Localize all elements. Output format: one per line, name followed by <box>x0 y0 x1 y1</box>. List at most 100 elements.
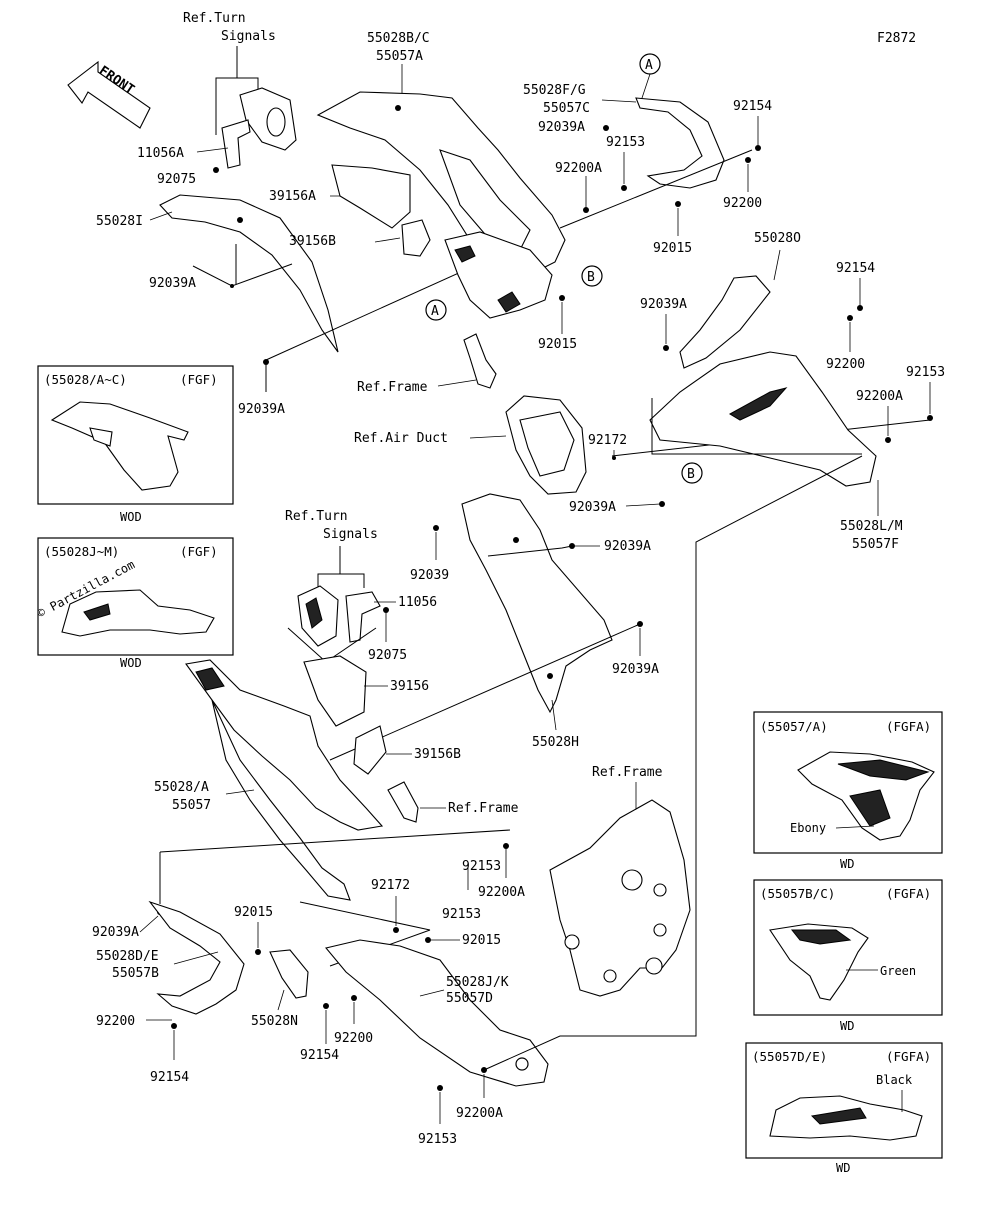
label-92153-top: 92153 <box>606 135 645 150</box>
lower-panel-55028DE <box>148 900 245 1015</box>
label-92015-mid: 92015 <box>538 337 577 352</box>
air-duct <box>505 395 587 495</box>
label-92200A-top: 92200A <box>555 161 602 176</box>
label-55028LM: 55028L/M <box>840 519 903 534</box>
label-92200-low2: 92200 <box>334 1031 373 1046</box>
frame-bracket-mid <box>387 781 419 823</box>
label-55028I: 55028I <box>96 214 143 229</box>
label-92154-right: 92154 <box>836 261 875 276</box>
label-55028FG: 55028F/G <box>523 83 586 98</box>
inner-panel-55028H <box>461 493 613 714</box>
label-92153-right: 92153 <box>906 365 945 380</box>
label-55057F: 55057F <box>852 537 899 552</box>
label-92039A-c: 92039A <box>538 120 585 135</box>
panel-1-caption: WOD <box>120 510 142 524</box>
label-92172-low: 92172 <box>371 878 410 893</box>
inner-panel-55028I <box>159 194 339 353</box>
right-cowl-55028LM <box>649 351 877 487</box>
inset-panel-55057A: (55057/A) (FGFA) Ebony WD <box>753 711 943 871</box>
figure-id: F2872 <box>877 31 916 46</box>
ref-frame-top: Ref.Frame <box>357 380 428 395</box>
panel-2-title: (55028J~M) <box>44 544 119 559</box>
label-55028JK: 55028J/K <box>446 975 509 990</box>
ref-turn-signals-mid-line2: Signals <box>323 527 378 542</box>
label-55028BC: 55028B/C <box>367 31 430 46</box>
panel-5-tag: (FGFA) <box>886 1049 931 1064</box>
label-92172-right: 92172 <box>588 433 627 448</box>
svg-text:B: B <box>587 270 595 285</box>
panel-1-tag: (FGF) <box>180 372 218 387</box>
label-39156B-top: 39156B <box>289 234 336 249</box>
label-55057A: 55057A <box>376 49 423 64</box>
label-55028O: 55028O <box>754 231 801 246</box>
bottom-cowl-55028JK <box>325 939 549 1087</box>
ref-air-duct: Ref.Air Duct <box>354 431 448 446</box>
panel-3-color: Ebony <box>790 821 826 835</box>
label-92154-top: 92154 <box>733 99 772 114</box>
plate-39156 <box>303 655 367 727</box>
lower-cowl-55028A <box>185 659 384 901</box>
label-55028DE: 55028D/E <box>96 949 159 964</box>
ref-turn-signals-mid-line1: Ref.Turn <box>285 509 348 524</box>
panel-4-tag: (FGFA) <box>886 886 931 901</box>
plate-39156B-mid <box>353 725 387 775</box>
label-92153-low-b: 92153 <box>442 907 481 922</box>
marker-b-right: B <box>681 462 703 484</box>
label-92200A-bottom: 92200A <box>456 1106 503 1121</box>
label-92039A-g: 92039A <box>612 662 659 677</box>
ref-frame-bottom: Ref.Frame <box>592 765 663 780</box>
panel-4-caption: WD <box>840 1019 854 1033</box>
label-55028N: 55028N <box>251 1014 298 1029</box>
panel-5-caption: WD <box>836 1161 850 1175</box>
label-55057D: 55057D <box>446 991 493 1006</box>
ref-turn-signals-top-line1: Ref.Turn <box>183 11 246 26</box>
label-92039A-d: 92039A <box>640 297 687 312</box>
inset-panel-55057DE: (55057D/E) (FGFA) Black WD <box>745 1042 943 1175</box>
panel-3-title: (55057/A) <box>760 719 828 734</box>
panel-3-tag: (FGFA) <box>886 719 931 734</box>
label-92200A-right: 92200A <box>856 389 903 404</box>
upper-cowl-55028BC <box>316 91 566 319</box>
panel-2-tag: (FGF) <box>180 544 218 559</box>
label-92039-center: 92039 <box>410 568 449 583</box>
frame-bracket-top <box>463 333 497 389</box>
label-92200-top: 92200 <box>723 196 762 211</box>
label-92015-low: 92015 <box>234 905 273 920</box>
label-55028H: 55028H <box>532 735 579 750</box>
marker-b-top: B <box>581 265 603 287</box>
ref-turn-signals-top: Ref.Turn Signals <box>183 11 276 135</box>
label-92039A-b: 92039A <box>238 402 285 417</box>
bracket-55028N <box>269 949 309 999</box>
label-92200A-low: 92200A <box>478 885 525 900</box>
label-92154-low2: 92154 <box>300 1048 339 1063</box>
label-55057: 55057 <box>172 798 211 813</box>
label-92039A-h: 92039A <box>92 925 139 940</box>
label-39156B-mid: 39156B <box>414 747 461 762</box>
label-39156: 39156 <box>390 679 429 694</box>
label-92039A-e: 92039A <box>569 500 616 515</box>
panel-1-title: (55028/A~C) <box>44 372 127 387</box>
label-92200-right: 92200 <box>826 357 865 372</box>
inset-panel-55057BC: (55057B/C) (FGFA) Green WD <box>753 879 943 1033</box>
marker-a-mid: A <box>425 299 447 321</box>
label-55057B: 55057B <box>112 966 159 981</box>
label-11056: 11056 <box>398 595 437 610</box>
front-arrow-icon: FRONT <box>67 60 151 129</box>
label-55057C: 55057C <box>543 101 590 116</box>
label-92153-low: 92153 <box>462 859 501 874</box>
panel-3-caption: WD <box>840 857 854 871</box>
svg-text:B: B <box>687 467 695 482</box>
ref-frame-mid: Ref.Frame <box>448 801 519 816</box>
label-92015-top: 92015 <box>653 241 692 256</box>
inset-panel-55028A-C: (55028/A~C) (FGF) WOD <box>37 365 234 524</box>
panel-4-title: (55057B/C) <box>760 886 835 901</box>
plate-39156B-top <box>401 219 431 257</box>
label-39156A: 39156A <box>269 189 316 204</box>
panel-55028O <box>679 275 771 369</box>
label-55028A: 55028/A <box>154 780 209 795</box>
inset-panel-55028J-M: (55028J~M) (FGF) © Partzilla.com WOD <box>35 537 234 670</box>
label-92200-low: 92200 <box>96 1014 135 1029</box>
label-92154-low: 92154 <box>150 1070 189 1085</box>
